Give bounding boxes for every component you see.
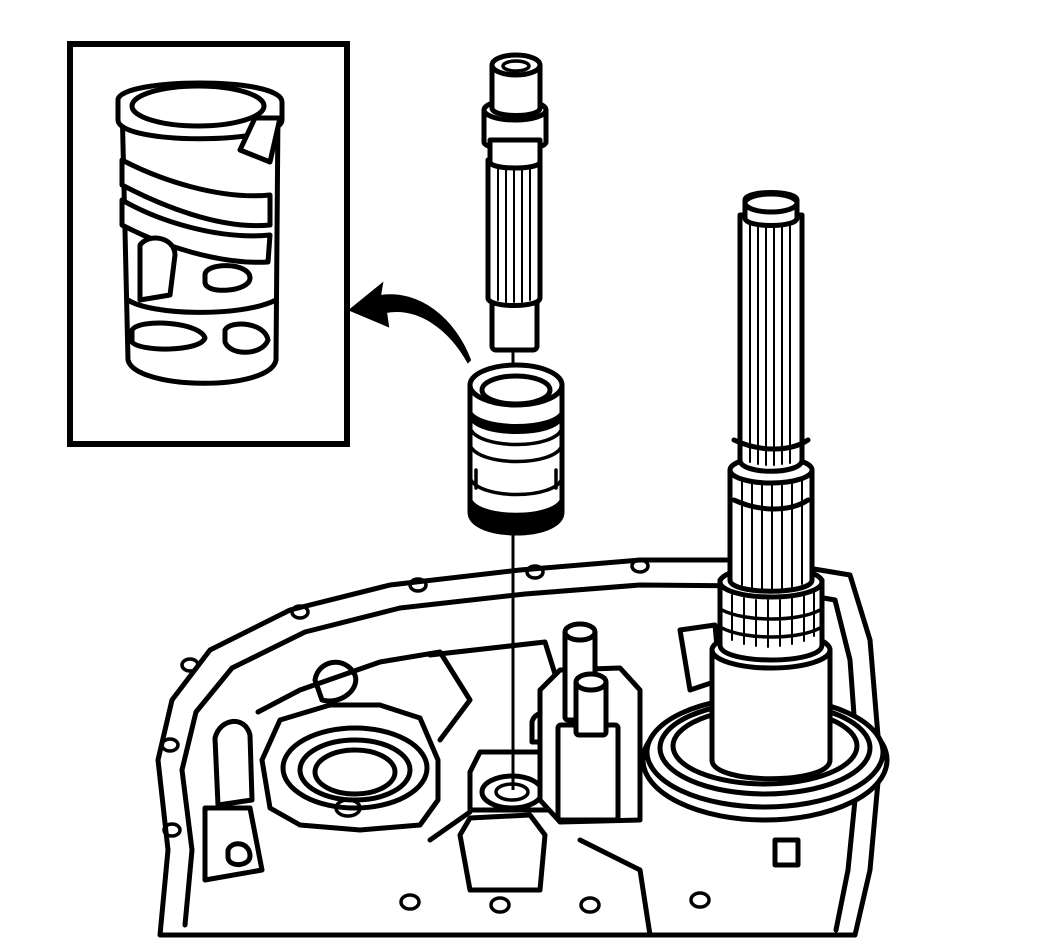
dowel-pins — [537, 621, 643, 825]
left-bearing-bore — [259, 702, 441, 833]
installer-tool — [481, 52, 549, 353]
output-shaft — [709, 190, 833, 782]
inset-sleeve-detail — [115, 80, 285, 386]
sleeve-part — [467, 362, 565, 536]
callout-arrow — [348, 281, 472, 364]
flange-bolt-holes — [160, 558, 711, 914]
bearing-rollers — [720, 592, 822, 648]
inset-detail-box — [67, 41, 350, 447]
